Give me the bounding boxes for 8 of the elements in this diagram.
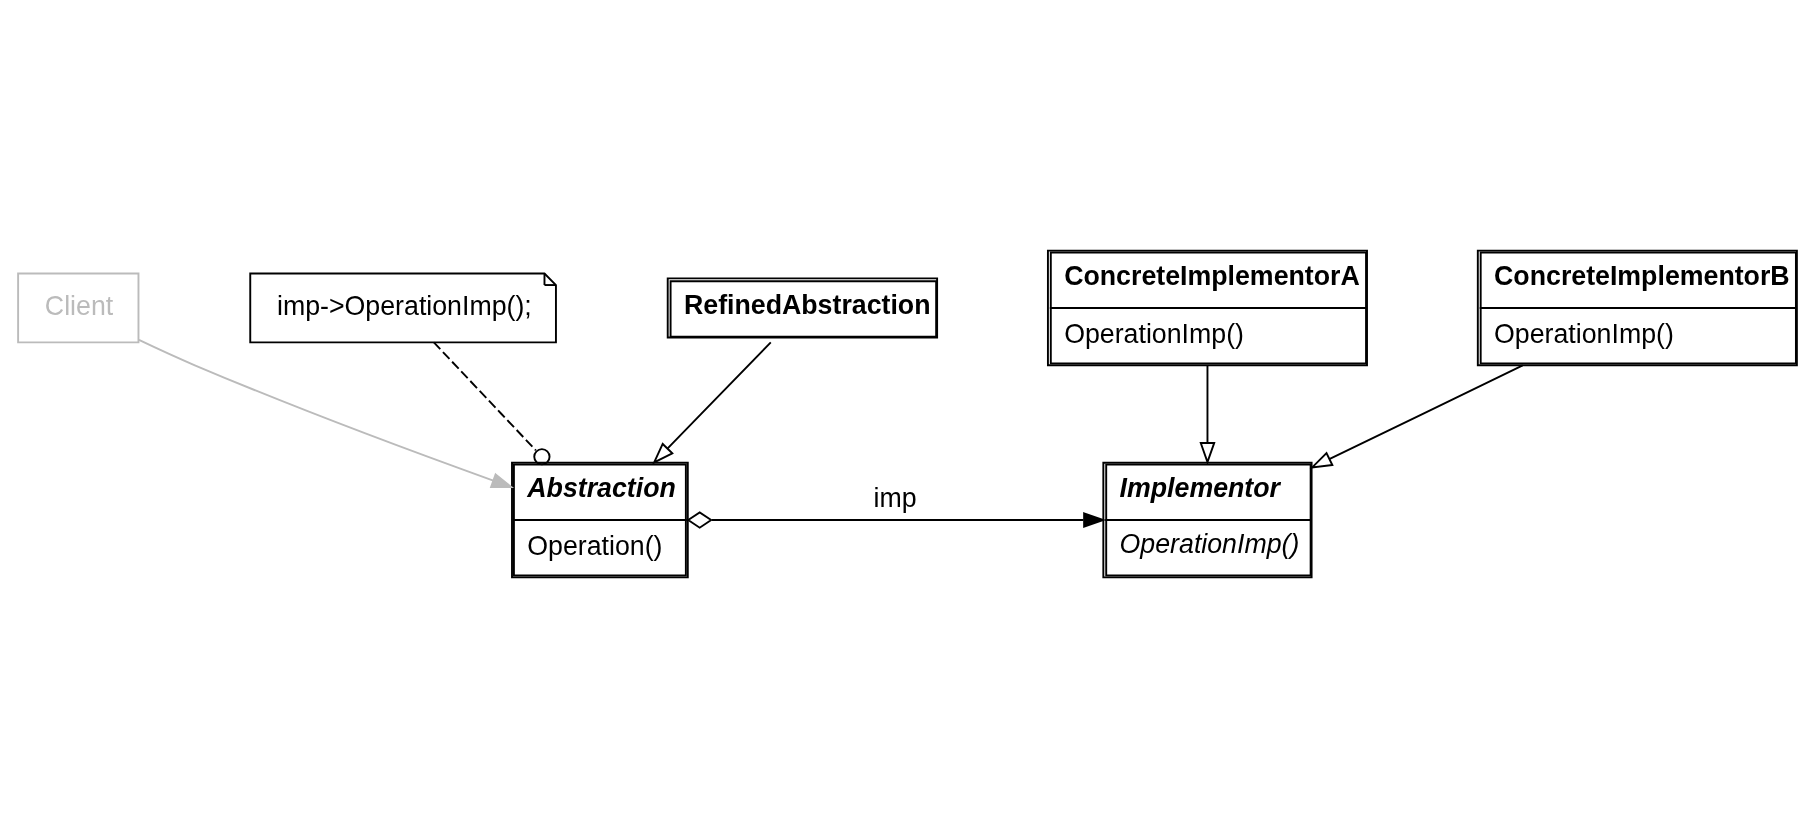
arrow xyxy=(686,510,1107,529)
node-box: Client xyxy=(17,272,140,343)
arrow xyxy=(652,340,772,464)
connector xyxy=(432,340,551,465)
arrow xyxy=(1309,363,1524,469)
edge-label: imp xyxy=(873,482,917,513)
arrow xyxy=(1199,364,1216,465)
arrow xyxy=(138,338,515,488)
